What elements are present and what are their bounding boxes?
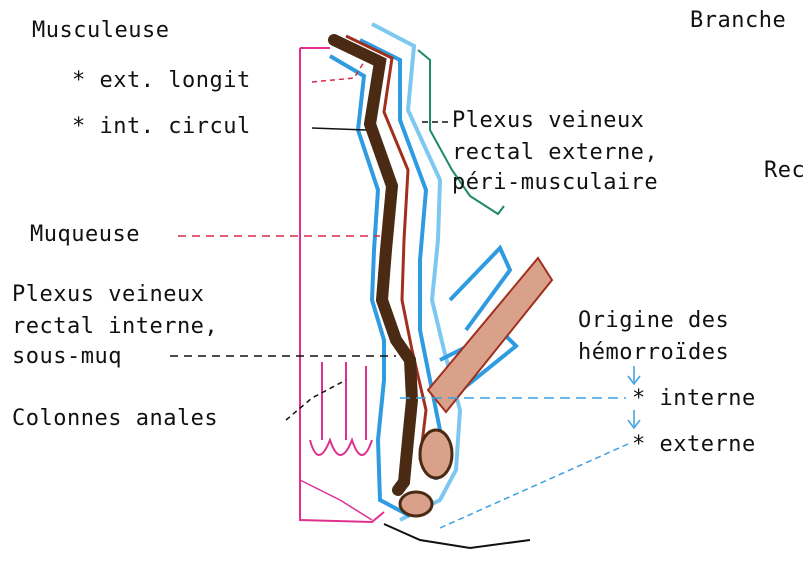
leader-externe [440,444,628,528]
artery-tan-band [428,258,552,412]
label-ext-longit: * ext. longit [72,68,251,94]
label-origine-2: hémorroïdes [578,340,729,366]
label-muqueuse: Muqueuse [30,222,140,248]
anal-verge [300,480,372,520]
label-plexus-int-1: Plexus veineux [12,282,204,308]
anal-columns [310,362,372,455]
label-externe: * externe [632,432,756,458]
external-hemorrhoid [400,492,432,516]
leader-colonnes [286,380,346,420]
label-rec: Rec [764,158,803,184]
label-plexus-ext-2: rectal externe, [452,140,658,166]
label-branche: Branche [690,8,786,34]
label-plexus-int-3: sous-muq [12,344,122,370]
label-origine-1: Origine des [578,308,729,334]
label-colonnes-anales: Colonnes anales [12,406,218,432]
label-musculeuse: Musculeuse [32,18,169,44]
label-plexus-ext-1: Plexus veineux [452,108,644,134]
label-plexus-ext-3: péri-musculaire [452,170,658,196]
internal-hemorrhoid [420,430,452,478]
label-interne: * interne [632,386,756,412]
skin-line [384,524,530,548]
label-plexus-int-2: rectal interne, [12,314,218,340]
label-int-circul: * int. circul [72,114,251,140]
